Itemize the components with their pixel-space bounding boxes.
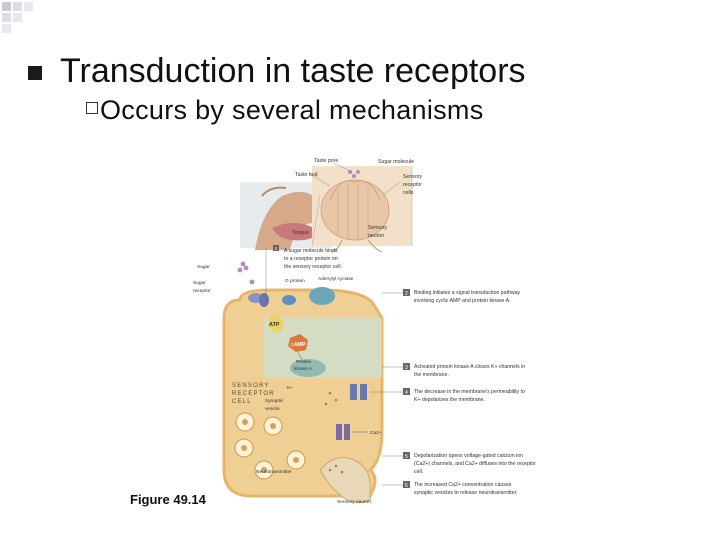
adenylyl-cyclase-label: Adenylyl cyclase xyxy=(318,276,354,282)
synaptic-vesicle-label: Synaptic vesicle xyxy=(265,398,285,412)
receptor-cell xyxy=(222,288,384,498)
k-channel xyxy=(324,384,367,406)
svg-text:2: 2 xyxy=(405,291,408,297)
svg-text:4: 4 xyxy=(405,390,408,396)
ca-ion-label: Ca2+ xyxy=(370,430,382,436)
slide-subtitle: Occurs by several mechanisms xyxy=(100,95,484,125)
ca-channel xyxy=(336,424,368,440)
svg-text:A sugar molecule binds t: A sugar molecule binds to a receptor pro… xyxy=(284,248,342,270)
sensory-neuron-top-label: Sensory neuron xyxy=(368,225,388,239)
step-4: 4 The decrease in the membrane's permeab… xyxy=(370,388,526,403)
svg-text:6: 6 xyxy=(405,483,408,489)
slide-title: Transduction in taste receptors xyxy=(60,52,526,90)
sugar-receptor-complex xyxy=(237,261,335,307)
sugar-label: Sugar xyxy=(197,264,210,270)
taste-bud-label: Taste bud xyxy=(295,172,318,178)
decorative-corner-squares xyxy=(2,2,33,33)
synaptic-vesicles xyxy=(234,412,306,480)
svg-text:3: 3 xyxy=(405,365,408,371)
g-protein-label: G protein xyxy=(285,278,305,284)
protein-kinase-label: Protein kinase A xyxy=(294,359,313,372)
svg-text:Activated protein kinase A clo: Activated protein kinase A closes K+ cha… xyxy=(414,364,527,378)
sugar-receptor-label: Sugar receptor xyxy=(193,280,211,294)
atp-badge: ATP xyxy=(268,316,284,332)
svg-text:5: 5 xyxy=(405,454,408,460)
tongue-label: Tongue xyxy=(292,230,309,236)
svg-text:The decrease in the membrane's: The decrease in the membrane's permeabil… xyxy=(414,389,526,403)
taste-bud-illustration xyxy=(311,166,413,253)
step-6: 6 The increased Ca2+ concentration cause… xyxy=(382,481,518,496)
svg-text:Binding initiates a signal tra: Binding initiates a signal transduction … xyxy=(414,290,522,304)
step-2: 2 Binding initiates a signal transductio… xyxy=(382,289,522,304)
svg-text:1: 1 xyxy=(275,246,278,251)
svg-text:ATP: ATP xyxy=(269,322,280,328)
sensory-neuron xyxy=(319,457,371,504)
svg-text:cAMP: cAMP xyxy=(291,342,306,348)
step-3: 3 Activated protein kinase A closes K+ c… xyxy=(382,363,527,378)
sugar-molecule-label: Sugar molecule xyxy=(378,159,414,165)
svg-text:The increased Ca2+ concentrati: The increased Ca2+ concentration causes … xyxy=(414,482,518,496)
sensory-receptor-cells-label: Sensory receptor cells xyxy=(403,174,423,196)
camp-badge: cAMP xyxy=(288,334,308,352)
figure-caption: Figure 49.14 xyxy=(130,492,207,507)
neurotransmitter-label: Neurotransmitter xyxy=(256,469,292,475)
sensory-receptor-cell-label: SENSORY RECEPTOR CELL xyxy=(232,383,278,405)
svg-text:Depolarization opens voltage-g: Depolarization opens voltage-gated calci… xyxy=(414,453,537,475)
sensory-neuron-bottom-label: Sensory neuron xyxy=(337,499,371,505)
k-ion-label: K+ xyxy=(287,385,293,391)
subtitle-bullet-icon xyxy=(86,102,98,114)
title-bullet-icon xyxy=(28,66,42,80)
taste-pore-label: Taste pore xyxy=(314,158,338,164)
step-1: 1 A sugar molecule binds to a receptor p… xyxy=(265,245,342,300)
step-5: 5 Depolarization opens voltage-gated cal… xyxy=(382,452,537,475)
